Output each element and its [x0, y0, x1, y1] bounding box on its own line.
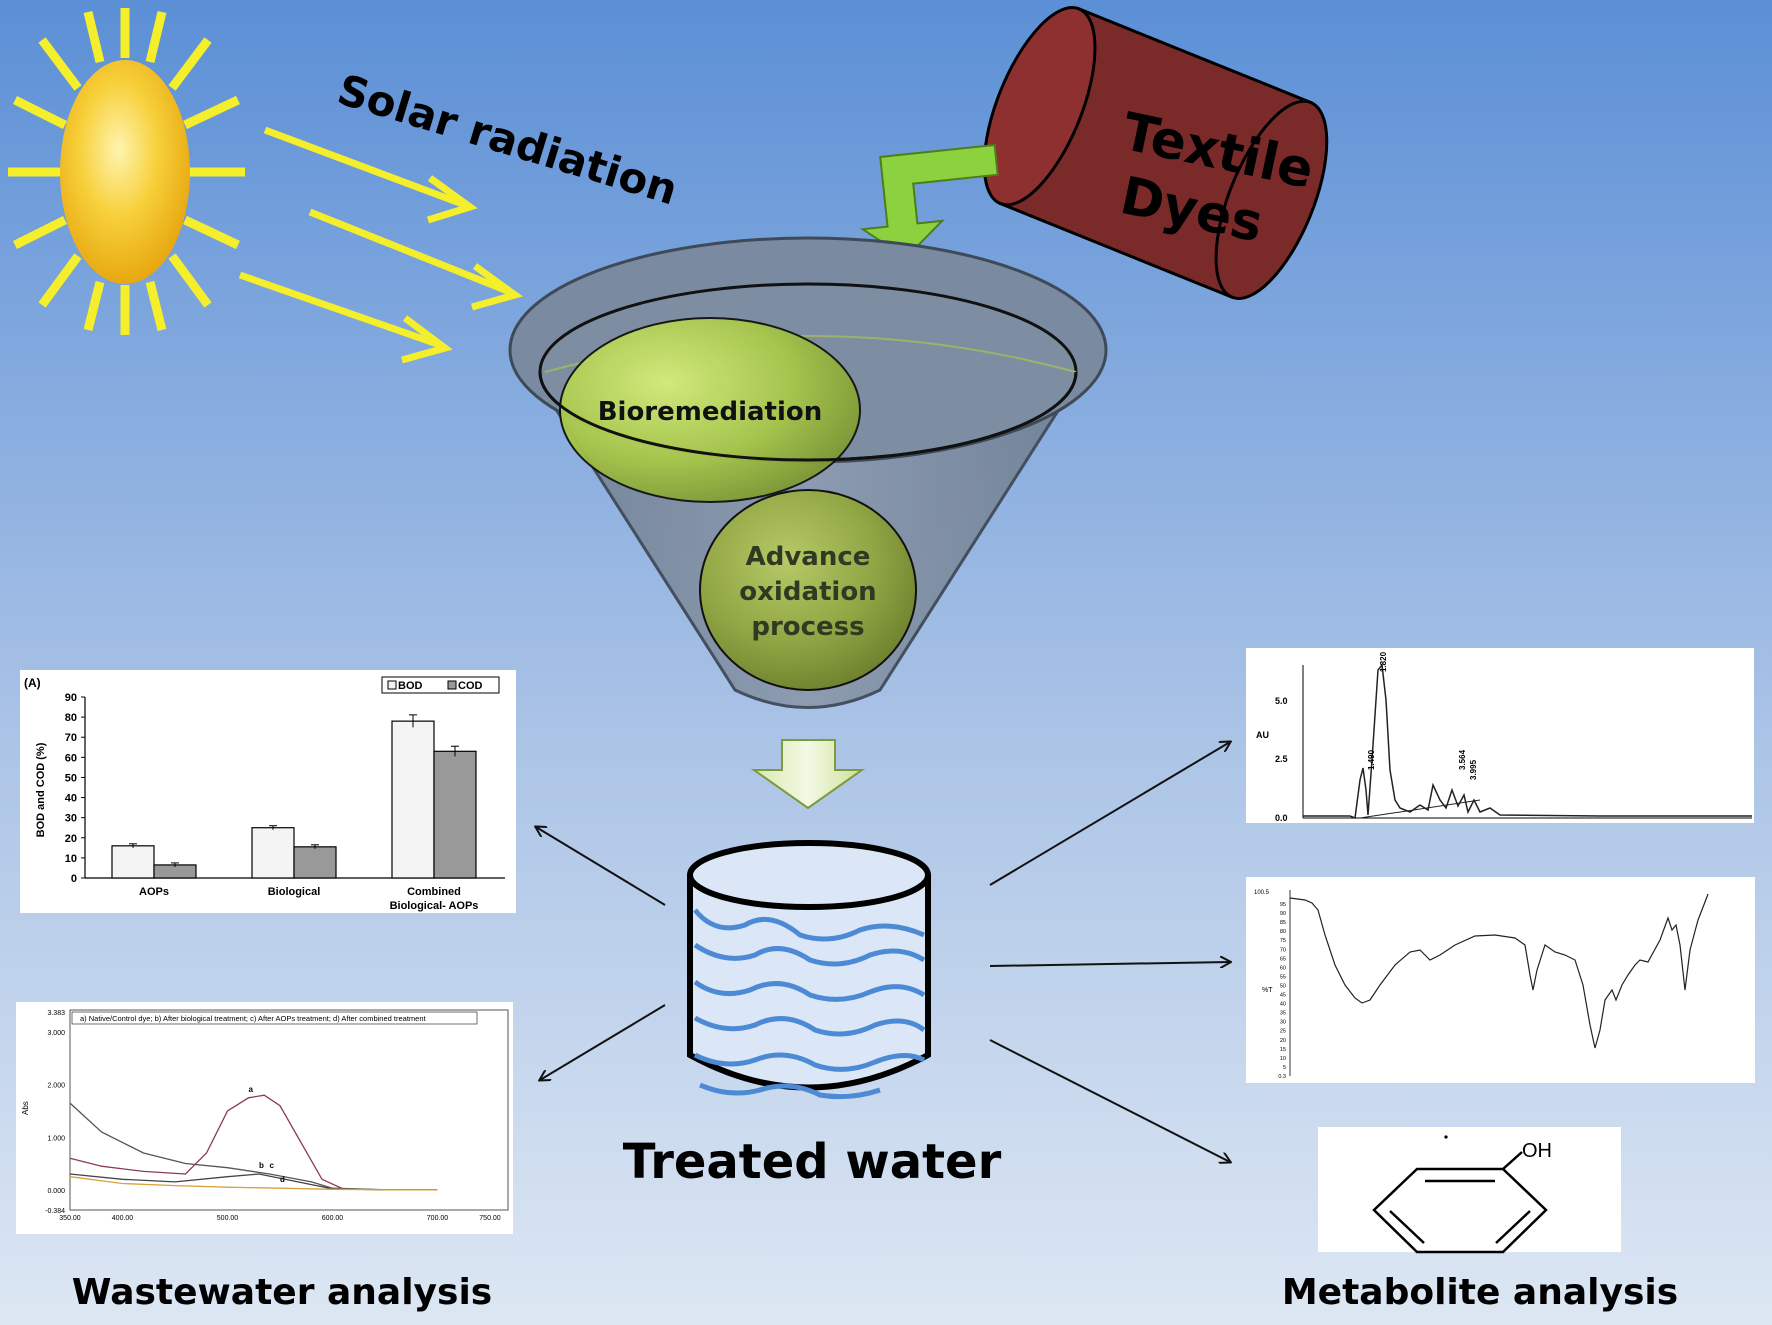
uv-series-a	[69, 1094, 438, 1191]
bar-cod	[433, 750, 477, 879]
ftir-ytick-label: 85	[1280, 920, 1286, 926]
bar-ytick-label: 90	[65, 692, 77, 704]
textile-dye-can-icon	[982, 6, 1329, 300]
uv-ytick-label: -0.384	[45, 1208, 65, 1215]
ftir-ytick-label: 25	[1280, 1029, 1286, 1035]
bioremediation-bubble	[559, 317, 861, 503]
aop-label-line2: oxidation	[739, 577, 876, 607]
down-arrow-icon	[750, 739, 866, 810]
ftir-ylabel: %T	[1262, 987, 1273, 994]
treated-water-label: Treated water	[623, 1134, 1002, 1190]
legend-cod: COD	[458, 680, 483, 692]
bar-ytick-label: 60	[65, 752, 77, 764]
metabolite-analysis-label: Metabolite analysis	[1282, 1272, 1678, 1313]
solar-ray-arrows	[238, 126, 523, 364]
bar-bod	[251, 827, 295, 879]
uv-series-label: a	[249, 1085, 254, 1094]
hplc-trace	[1303, 663, 1752, 820]
hplc-ytick-1: 2.5	[1275, 754, 1288, 764]
wastewater-analysis-label: Wastewater analysis	[72, 1272, 492, 1313]
bar-bod	[391, 720, 435, 879]
uv-xtick-label: 700.00	[427, 1215, 449, 1222]
ftir-ytick-label: 35	[1280, 1011, 1286, 1017]
ftir-ytick-label: 60	[1280, 965, 1286, 971]
hplc-peak-3: 3.564	[1458, 749, 1467, 770]
aop-label-line1: Advance	[746, 542, 871, 572]
bar-ytick-label: 20	[65, 833, 77, 845]
bar-panel-label: (A)	[24, 676, 41, 690]
bar-ytick-label: 30	[65, 813, 77, 825]
hplc-ytick-0: 0.0	[1275, 813, 1288, 823]
ftir-ytick-label: 10	[1280, 1056, 1286, 1062]
ftir-ytick-label: 20	[1280, 1038, 1286, 1044]
analysis-arrows	[536, 742, 1230, 1162]
uv-ylabel: Abs	[21, 1101, 30, 1115]
hplc-peak-1: 1.490	[1367, 749, 1376, 770]
bar-category-label: Biological	[268, 886, 321, 898]
bioremediation-label: Bioremediation	[598, 397, 823, 427]
ftir-ytick-label: 40	[1280, 1002, 1286, 1008]
uv-series-d	[69, 1176, 438, 1191]
hplc-peak-4: 3.995	[1469, 759, 1478, 780]
ftir-ytick-label: 50	[1280, 983, 1286, 989]
uv-series-label: b	[259, 1161, 264, 1170]
ftir-ytick-label: 70	[1280, 947, 1286, 953]
ftir-ytick-label: 75	[1280, 938, 1286, 944]
uv-xtick-label: 600.00	[322, 1215, 344, 1222]
uv-ytick-label: 2.000	[47, 1083, 65, 1090]
uv-xtick-label: 400.00	[112, 1215, 134, 1222]
ftir-spectrum: %T 100.5 95 90 85 80 75 70 65 60 55 50 45 40 35 30 25 2…	[1246, 877, 1755, 1083]
aop-label-line3: process	[751, 612, 864, 642]
uv-xtick-label: 350.00	[59, 1215, 81, 1222]
ftir-ytick-label: 90	[1280, 911, 1286, 917]
green-pour-arrow-icon	[859, 143, 999, 260]
ftir-ytick-label: 80	[1280, 929, 1286, 935]
bar-ytick-label: 0	[71, 873, 77, 885]
uv-xtick-label: 750.00	[479, 1215, 501, 1222]
bar-bod	[111, 845, 155, 879]
aop-bubble	[699, 489, 917, 691]
uv-xtick-label: 500.00	[217, 1215, 239, 1222]
ftir-ytick-label: 95	[1280, 902, 1286, 908]
bar-ytick-label: 40	[65, 793, 77, 805]
bar-category-label: Biological- AOPs	[390, 900, 479, 912]
hplc-chromatogram: AU 0.0 2.5 5.0 1.490 1.820 3.564 3.995	[1246, 648, 1754, 823]
bar-ytick-label: 50	[65, 772, 77, 784]
phenol-structure-drawing: OH	[1318, 1127, 1621, 1254]
bar-cod	[293, 846, 337, 879]
uv-vis-spectra-chart: a) Native/Control dye; b) After biologic…	[16, 1002, 513, 1234]
hplc-peak-2: 1.820	[1379, 651, 1388, 672]
hplc-ytick-2: 5.0	[1275, 696, 1288, 706]
uv-ytick-label: 3.383	[47, 1010, 65, 1017]
bar-ytick-label: 70	[65, 732, 77, 744]
ftir-trace	[1289, 893, 1709, 1049]
bar-ytick-label: 10	[65, 853, 77, 865]
uv-ytick-label: 0.000	[47, 1188, 65, 1195]
ftir-ytick-label: 15	[1280, 1047, 1286, 1053]
uv-legend-text: a) Native/Control dye; b) After biologic…	[80, 1014, 426, 1023]
sun-icon	[8, 8, 245, 335]
ftir-ytick-label: 45	[1280, 993, 1286, 999]
ftir-ytick-top: 100.5	[1254, 890, 1270, 896]
hplc-ylabel: AU	[1256, 730, 1269, 740]
uv-ytick-label: 1.000	[47, 1135, 65, 1142]
bar-legend: BOD COD	[381, 676, 500, 694]
bar-ylabel: BOD and COD (%)	[35, 742, 47, 837]
ftir-ytick-label: 0.3	[1278, 1074, 1286, 1080]
legend-bod: BOD	[398, 680, 423, 692]
bar-ytick-label: 80	[65, 712, 77, 724]
ftir-ytick-label: 5	[1283, 1065, 1286, 1071]
bar-category-label: Combined	[407, 886, 461, 898]
bar-category-label: AOPs	[139, 886, 169, 898]
phenol-oh-label: OH	[1522, 1140, 1552, 1162]
uv-series-label: c	[270, 1161, 275, 1170]
uv-ytick-label: 3.000	[47, 1030, 65, 1037]
treated-water-tank-icon	[687, 840, 931, 1100]
ftir-ytick-label: 55	[1280, 974, 1286, 980]
ftir-ytick-label: 65	[1280, 956, 1286, 962]
ftir-ytick-label: 30	[1280, 1020, 1286, 1026]
uv-series-label: d	[280, 1175, 285, 1184]
